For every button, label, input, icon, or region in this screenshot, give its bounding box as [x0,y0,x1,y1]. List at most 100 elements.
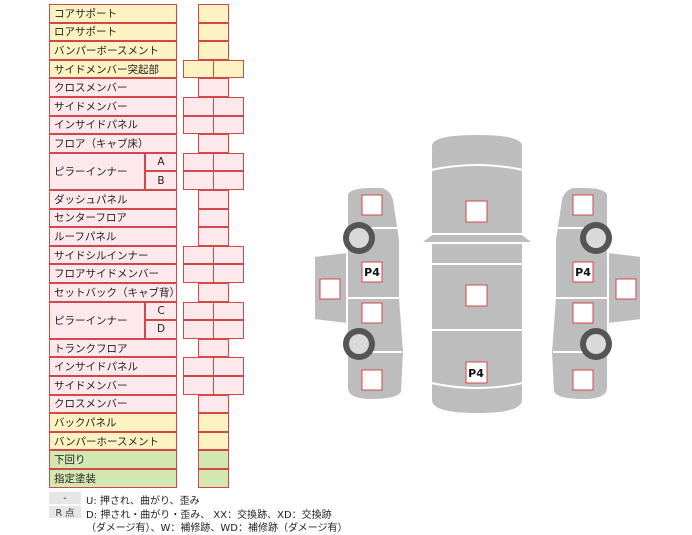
right-p4-label: P4 [575,266,591,279]
row-label: インサイドパネル [49,357,177,376]
table-row: ルーフパネル [49,227,249,246]
check-cell[interactable] [198,338,229,358]
row-label: コアサポート [49,4,177,23]
table-row: セットバック（キャブ背） [49,283,249,302]
table-row: バックパネル [49,413,249,432]
check-cell[interactable] [198,22,229,42]
table-row: サイドメンバー [49,376,249,395]
check-cell[interactable] [198,134,229,153]
table-row: クロスメンバー [49,394,249,414]
row-label: セットバック（キャブ背） [49,283,177,302]
marker-box [572,302,594,324]
table-row: サイドメンバー突起部 [49,59,249,79]
marker-box [615,278,637,300]
row-sub-label: C [145,301,177,321]
row-label: サイドメンバー [49,376,177,395]
check-cell[interactable] [213,59,244,79]
center-wing [417,233,537,244]
table-row: コアサポート [49,4,249,23]
check-cell[interactable] [213,320,244,339]
right-rear [549,297,609,402]
table-row: ロアサポート [49,22,249,42]
check-cell[interactable] [213,152,244,172]
check-cell[interactable] [213,245,244,265]
marker-box [465,361,488,384]
table-row: 指定塗装 [49,469,249,488]
row-label: ピラーインナー [49,152,145,190]
table-row: インサイドパネル [49,357,249,376]
table-row: バンパーホースメント [49,431,249,451]
center-body [430,132,524,416]
check-cell[interactable] [213,264,244,283]
marker-box [465,200,488,223]
table-row: ダッシュパネル [49,190,249,209]
row-label: インサイドパネル [49,115,177,135]
row-label: ルーフパネル [49,227,177,246]
legend-text-2: D: 押され・曲がり・歪み、 XX：交換跡、XD：交換跡 [86,510,332,521]
row-label: 指定塗装 [49,469,177,488]
row-label: クロスメンバー [49,78,177,97]
check-cell[interactable] [213,376,244,395]
check-cell[interactable] [198,4,229,23]
row-sub-label: D [145,320,177,339]
check-cell[interactable] [198,431,229,451]
row-label: ピラーインナー [49,301,145,339]
table-row: トランクフロア [49,338,249,358]
legend-key-1: - [49,492,81,504]
row-label: クロスメンバー [49,394,177,414]
table-row: バンパーボースメント [49,41,249,60]
row-label: ダッシュパネル [49,190,177,209]
check-cell[interactable] [198,469,229,488]
table-row: フロアサイドメンバー [49,264,249,283]
check-cell[interactable] [213,301,244,321]
row-label: サイドシルインナー [49,245,177,265]
check-cell[interactable] [198,394,229,414]
marker-box [361,302,383,324]
row-label: 下回り [49,450,177,469]
marker-box [361,194,383,216]
check-cell[interactable] [198,450,229,469]
table-row: クロスメンバー [49,78,249,97]
row-label: バックパネル [49,413,177,432]
check-cell[interactable] [213,171,244,190]
left-rear [346,297,406,402]
table-row: 下回り [49,450,249,469]
row-label: サイドメンバー [49,97,177,116]
check-cell[interactable] [213,115,244,135]
row-label: バンパーボースメント [49,41,177,60]
row-label: フロア（キャブ床） [49,134,177,153]
check-cell[interactable] [213,357,244,376]
row-label: フロアサイドメンバー [49,264,177,283]
check-cell[interactable] [198,283,229,302]
row-label: バンパーホースメント [49,431,177,451]
row-label: トランクフロア [49,338,177,358]
check-cell[interactable] [198,413,229,432]
table-row: フロア（キャブ床） [49,134,249,153]
table-row: インサイドパネル [49,115,249,135]
check-cell[interactable] [198,208,229,228]
row-label: センターフロア [49,208,177,228]
check-cell[interactable] [198,190,229,209]
marker-box [572,369,594,391]
table-row: サイドメンバー [49,97,249,116]
check-cell[interactable] [213,97,244,116]
row-label: サイドメンバー突起部 [49,59,177,79]
legend-text-1: U: 押され、曲がり、歪み [86,496,200,507]
row-sub-label: B [145,171,177,190]
check-cell[interactable] [198,41,229,60]
marker-box [572,261,594,283]
legend-key-2: R 点 [49,506,81,519]
row-label: ロアサポート [49,22,177,42]
center-p4-label: P4 [468,367,484,380]
table-row: サイドシルインナー [49,245,249,265]
check-cell[interactable] [198,227,229,246]
check-cell[interactable] [198,78,229,97]
marker-box [361,369,383,391]
marker-box [319,278,341,300]
marker-box [572,194,594,216]
marker-box [361,261,383,283]
row-sub-label: A [145,152,177,172]
